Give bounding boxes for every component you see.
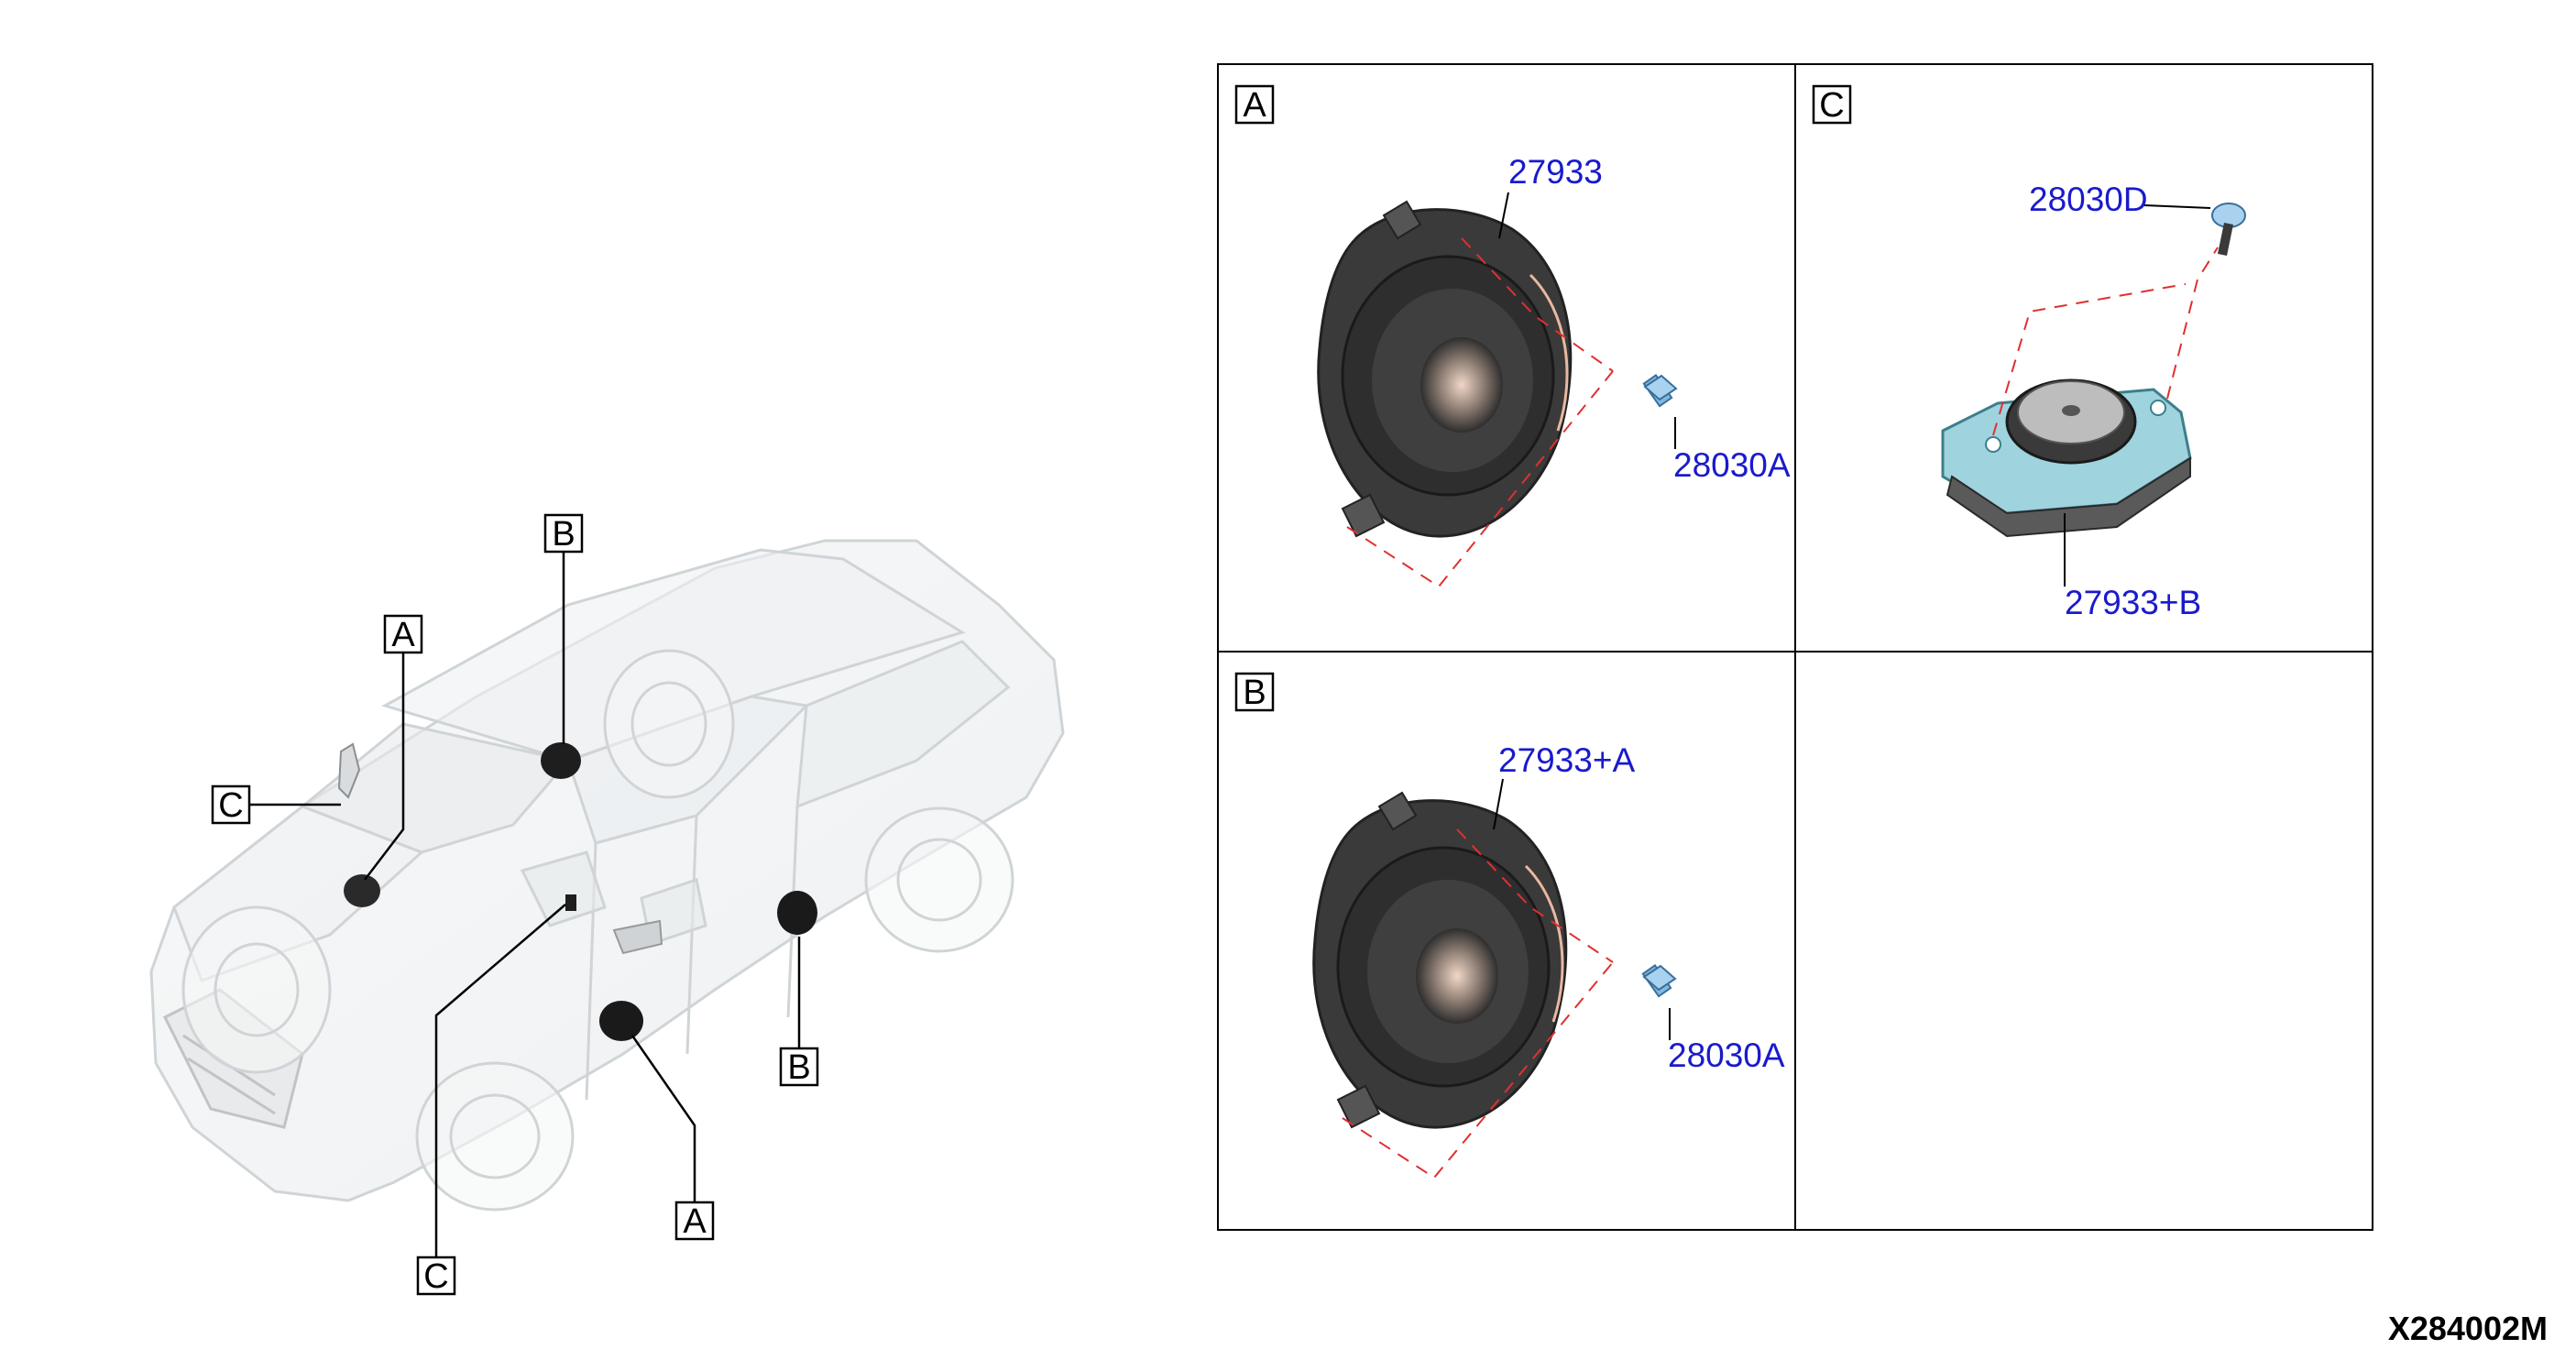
panel-a-screw	[1642, 373, 1678, 408]
svg-text:A: A	[1243, 86, 1266, 125]
vehicle-callout-lines	[249, 553, 801, 1257]
panel-a-screw-part-label: 28030A	[1673, 446, 1791, 484]
vehicle-callout-boxes: A B C C A B	[211, 513, 819, 1296]
vehicle-overview	[149, 539, 1065, 1212]
panel-c: C 28030D 27933+B	[1812, 84, 2246, 621]
svg-text:B: B	[1243, 674, 1266, 712]
callout-box-rear-upper-b: B	[543, 513, 584, 554]
front-door-upper-speaker-marker	[344, 874, 380, 907]
car-wheel-front-right	[415, 1061, 575, 1212]
callout-box-front-tweeter-c: C	[211, 784, 251, 825]
svg-text:C: C	[1819, 86, 1844, 125]
panel-b: B 27933+A 28030A	[1234, 672, 1785, 1179]
svg-text:B: B	[552, 515, 575, 554]
detail-grid	[1217, 63, 2373, 1231]
svg-text:C: C	[218, 786, 243, 825]
svg-text:C: C	[423, 1257, 448, 1296]
front-door-lower-speaker-marker	[599, 1001, 643, 1041]
panel-b-assembly-dashes	[1342, 828, 1614, 1179]
panel-c-screw-part-label: 28030D	[2029, 181, 2148, 218]
panel-a-speaker-part-label: 27933	[1508, 153, 1603, 191]
car-side-window-rear	[795, 640, 1011, 809]
callout-box-lower-c: C	[416, 1256, 456, 1296]
svg-text:B: B	[787, 1048, 810, 1087]
car-wheel-rear-left	[603, 649, 735, 799]
panel-a-letter-box: A	[1234, 84, 1275, 125]
diagram-code: X284002M	[2388, 1310, 2548, 1347]
panel-b-screw-part-label: 28030A	[1668, 1036, 1785, 1074]
panel-b-speaker-part-label: 27933+A	[1498, 741, 1635, 779]
panel-a-speaker	[1317, 200, 1573, 538]
callout-box-rear-door-b: B	[779, 1047, 819, 1087]
vehicle-component-markers	[337, 742, 817, 1041]
panel-b-letter-box: B	[1234, 672, 1275, 712]
door-handle-marker	[612, 919, 663, 955]
panel-c-letter-box: C	[1812, 84, 1852, 125]
car-wheel-rear-right	[864, 806, 1014, 953]
panel-a-assembly-dashes	[1346, 237, 1614, 588]
callout-box-lower-a: A	[674, 1201, 715, 1241]
panel-a: A 27933 28030A	[1234, 84, 1791, 588]
panel-c-tweeter	[1941, 378, 2192, 538]
pillar-tweeter-marker	[565, 894, 576, 911]
panel-c-screw	[2211, 203, 2246, 256]
front-tweeter-marker	[337, 742, 361, 799]
panel-c-tweeter-part-label: 27933+B	[2065, 584, 2201, 621]
panel-b-screw	[1641, 963, 1677, 998]
svg-text:A: A	[683, 1202, 707, 1241]
panel-b-speaker	[1312, 791, 1568, 1129]
svg-text:A: A	[391, 616, 415, 654]
rear-door-speaker-marker	[777, 891, 817, 935]
car-wheel-front-left	[181, 905, 332, 1074]
callout-box-front-upper-a: A	[383, 614, 423, 654]
rear-upper-speaker-marker	[541, 742, 581, 779]
